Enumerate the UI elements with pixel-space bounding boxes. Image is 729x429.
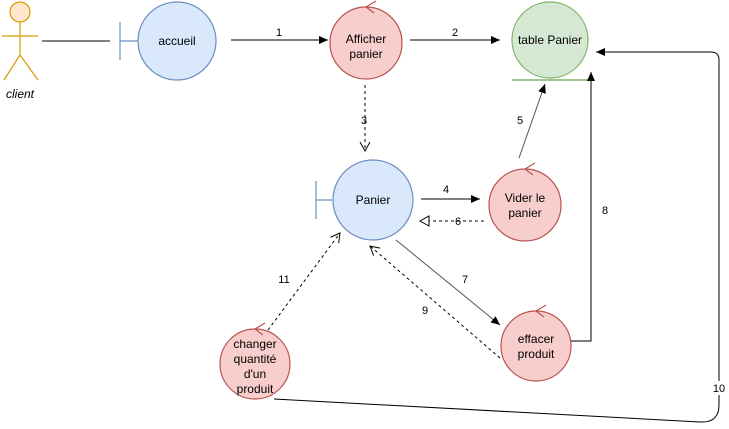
control-changer-arrowhead: [254, 322, 266, 336]
control-afficher-arrowhead: [365, 0, 377, 14]
control-changer-label-line4: produit: [237, 382, 274, 396]
edge-8: [571, 72, 595, 342]
control-vider-circle: [488, 168, 562, 242]
boundary-panier[interactable]: Panier: [315, 159, 414, 241]
edge-4-label: 4: [443, 184, 449, 196]
control-changer-label-line1: changer: [233, 337, 276, 351]
control-changer-label-line3: d'un: [244, 367, 266, 381]
edge-7-label: 7: [462, 274, 468, 286]
actor-head: [9, 1, 31, 23]
control-effacer-produit[interactable]: effacer produit: [500, 304, 572, 382]
entity-table-circle: [511, 1, 589, 79]
edge-9-label: 9: [422, 305, 428, 317]
control-afficher-panier[interactable]: Afficher panier: [329, 0, 403, 80]
actor-client[interactable]: client: [2, 1, 39, 101]
control-effacer-label-line2: produit: [518, 347, 555, 361]
edge-5-label: 5: [517, 115, 523, 127]
control-changer-quantite[interactable]: changer quantité d'un produit: [219, 322, 291, 400]
edge-10-label: 10: [713, 383, 725, 395]
control-vider-arrowhead: [524, 162, 536, 176]
boundary-accueil[interactable]: accueil: [119, 1, 217, 81]
entity-table-panier[interactable]: table Panier: [511, 1, 589, 81]
boundary-accueil-circle: [137, 1, 217, 81]
control-afficher-label-line1: Afficher: [346, 32, 386, 46]
edge-3-label: 3: [361, 115, 367, 127]
control-effacer-arrowhead: [535, 304, 547, 318]
edge-7: [395, 239, 501, 326]
edge-11: [267, 232, 341, 331]
control-vider-label-line1: Vider le: [505, 191, 546, 205]
control-changer-label-line2: quantité: [234, 352, 277, 366]
boundary-panier-circle: [332, 159, 414, 241]
entity-table-label: table Panier: [518, 33, 582, 47]
control-vider-panier[interactable]: Vider le panier: [488, 162, 562, 242]
actor-right-leg: [19, 54, 39, 81]
control-afficher-label-line2: panier: [349, 47, 382, 61]
control-effacer-label-line1: effacer: [518, 332, 554, 346]
edge-10: [273, 48, 720, 423]
edge-8-label: 8: [602, 205, 608, 217]
edge-11-label: 11: [278, 274, 289, 286]
edge-9: [369, 245, 501, 359]
actor-left-leg: [3, 54, 21, 81]
control-vider-label-line2: panier: [508, 206, 541, 220]
edge-1-label: 1: [276, 27, 282, 39]
boundary-panier-label: Panier: [356, 193, 391, 207]
edge-6-label: 6: [455, 216, 461, 228]
boundary-accueil-label: accueil: [158, 34, 195, 48]
control-effacer-circle: [500, 310, 572, 382]
edge-10-label-bg: [711, 381, 727, 395]
edge-2-label: 2: [452, 27, 458, 39]
actor-label: client: [6, 87, 35, 101]
edge-5: [518, 83, 546, 159]
